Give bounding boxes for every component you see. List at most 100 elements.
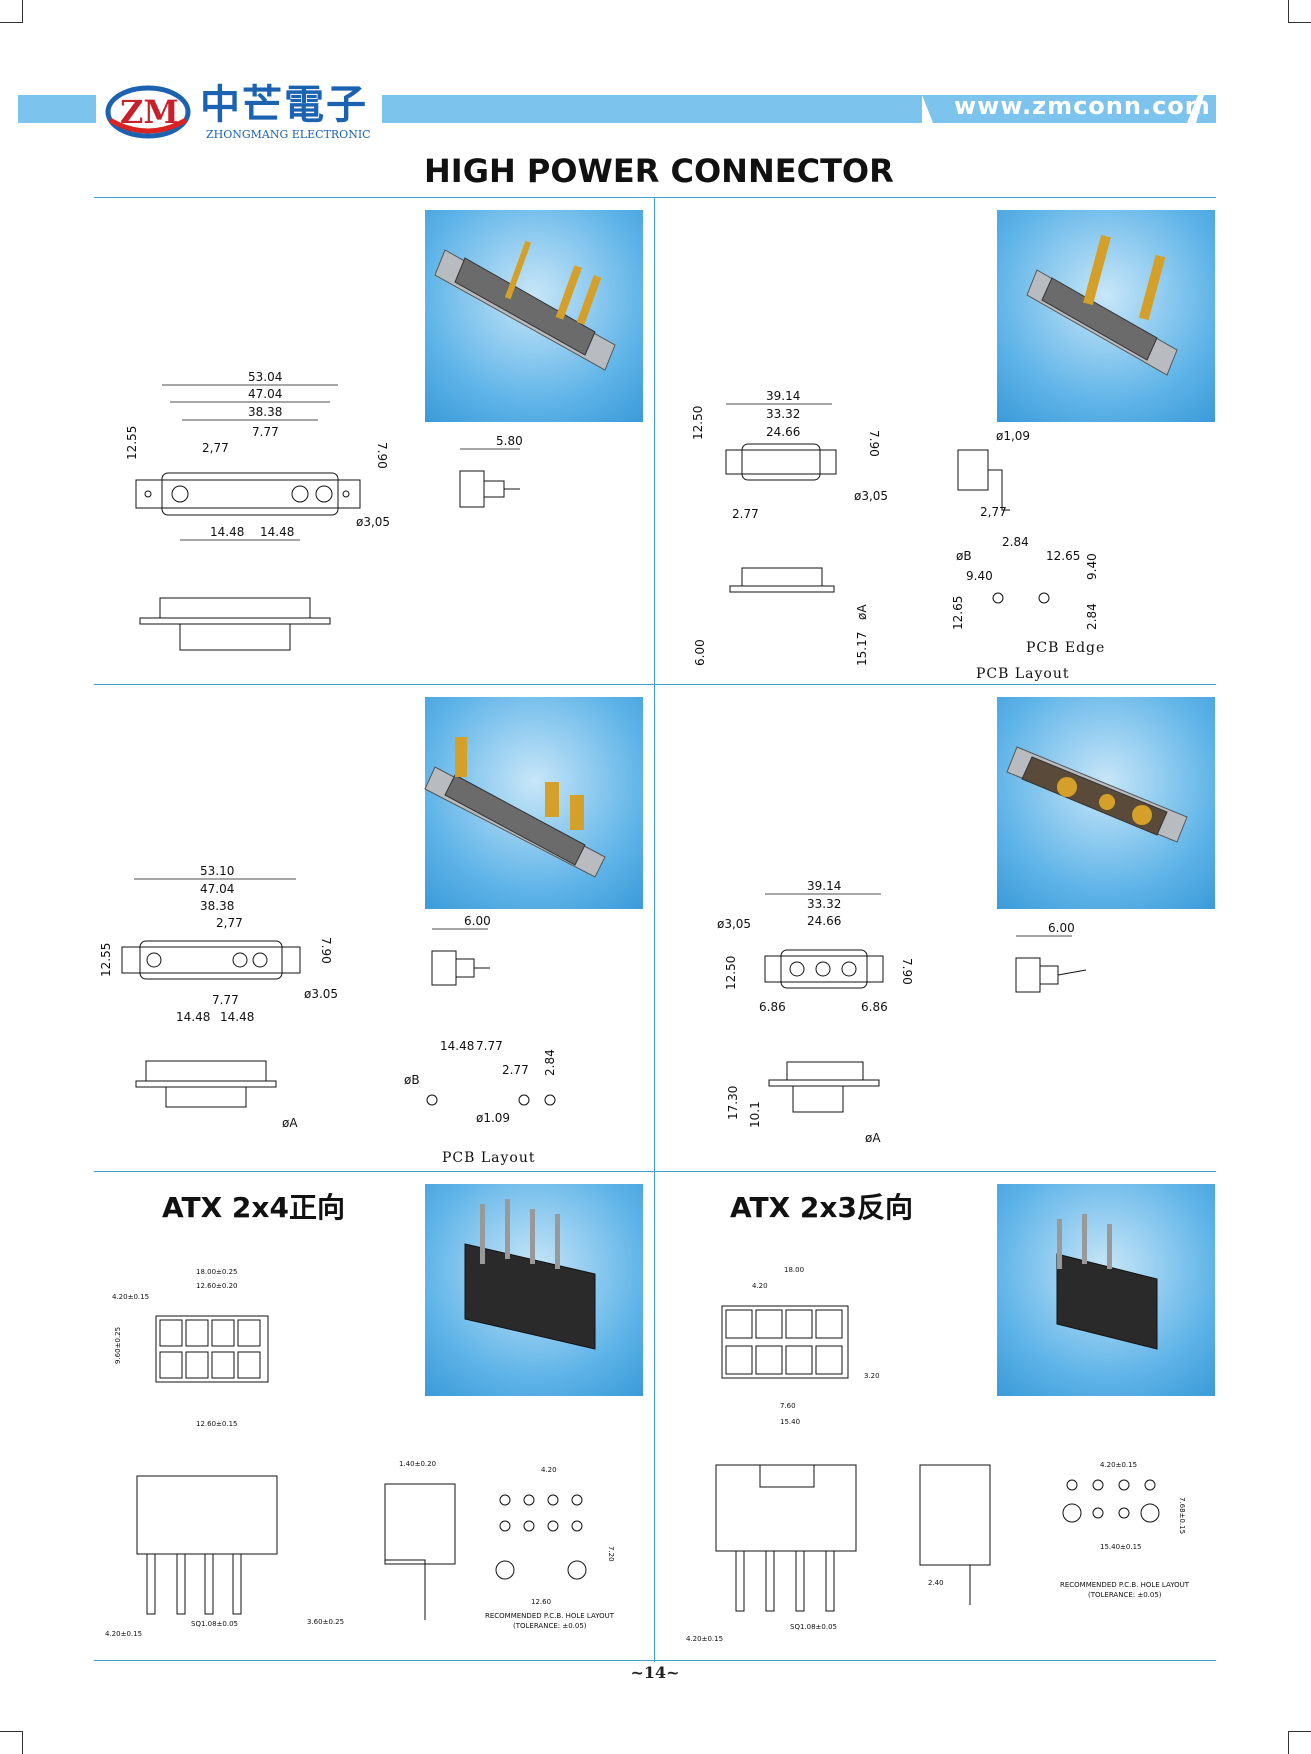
dim-s2-17: 9.40 — [966, 569, 993, 583]
dim-s2-19: 2.84 — [1085, 603, 1099, 630]
dim-s3-7: ø3.05 — [304, 987, 338, 1001]
page-number: ~14~ — [630, 1663, 680, 1682]
photo-connector-2 — [997, 210, 1215, 422]
photo-connector-3 — [424, 697, 643, 909]
dim-s3-10: 14.48 — [220, 1010, 254, 1024]
dim-s2-3: 24.66 — [766, 425, 800, 439]
label-s6-tolerance: (TOLERANCE: ±0.05) — [1088, 1591, 1162, 1599]
divider-row-2 — [94, 1171, 1216, 1172]
dim-s2-16: 9.40 — [1085, 553, 1099, 580]
dim-s6-9: 4.20±0.15 — [1100, 1461, 1137, 1469]
photo-connector-1 — [425, 210, 643, 422]
dim-s3-15: 2.84 — [543, 1049, 557, 1076]
side-view-s1: 5.80 — [459, 434, 523, 508]
dim-s4-2: 33.32 — [807, 897, 841, 911]
dim-s4-12: 6.00 — [1048, 921, 1075, 935]
dim-s1-6: 12.55 — [125, 426, 139, 460]
photo-atx-2x3 — [997, 1184, 1215, 1396]
label-s5-tolerance: (TOLERANCE: ±0.05) — [513, 1622, 587, 1630]
dim-s2-2: 33.32 — [766, 407, 800, 421]
dim-s2-13: 2.84 — [1002, 535, 1029, 549]
dim-s6-2: 4.20 — [752, 1282, 768, 1290]
dim-s2-7: 2.77 — [732, 507, 759, 521]
dim-s4-1: 39.14 — [807, 879, 841, 893]
dim-s3-13: 7.77 — [476, 1039, 503, 1053]
dim-s5-7: 12.60 — [531, 1598, 551, 1606]
label-s5-layout: RECOMMENDED P.C.B. HOLE LAYOUT — [485, 1612, 615, 1620]
dim-s1-7: 7.90 — [375, 442, 389, 469]
dim-s6-4: 15.40 — [780, 1418, 800, 1426]
dim-s2-18: 12.65 — [951, 596, 965, 630]
dim-s6-5: 3.20 — [864, 1372, 880, 1380]
drawing-section-3: 53.10 47.04 38.38 2,77 12.55 7.90 ø3.05 … — [99, 864, 338, 1130]
dim-s2-10: 15.17 — [855, 632, 869, 666]
side-view-s3: 6.00 — [431, 914, 491, 986]
dim-s2-4: 12.50 — [691, 406, 705, 440]
dim-s5-5: 12.60±0.15 — [196, 1420, 238, 1428]
logo-en: ZHONGMANG ELECTRONIC — [206, 128, 371, 141]
header-band-middle — [382, 95, 922, 123]
crop-mark-bottom-right — [1288, 1731, 1311, 1754]
dim-s2-6: ø3,05 — [854, 489, 888, 503]
website-url: www.zmconn.com — [954, 92, 1211, 120]
header-band-left — [18, 95, 96, 123]
section-title-atx-2x3: ATX 2x3反向 — [730, 1191, 913, 1224]
pcb-layout-s3: 14.48 7.77 2.77 2.84 øB ø1.09 PCB Layout — [404, 1039, 557, 1166]
label-pcb-layout-s2: PCB Layout — [976, 666, 1070, 682]
connector-4-illustration — [1006, 746, 1188, 843]
dim-s3-6: 7.90 — [319, 937, 333, 964]
section-title-atx-2x4: ATX 2x4正向 — [162, 1191, 345, 1224]
dim-s3-9: 14.48 — [176, 1010, 210, 1024]
logo: ZM 中芒電子 ZHONGMANG ELECTRONIC — [105, 82, 371, 141]
dim-s2-12: 2,77 — [980, 505, 1007, 519]
logo-ring-icon — [105, 85, 191, 139]
dim-s3-1: 53.10 — [200, 864, 234, 878]
connector-1-illustration — [434, 240, 616, 371]
photo-atx-2x4 — [425, 1184, 643, 1396]
dim-s6-10: 15.40±0.15 — [1100, 1543, 1142, 1551]
dim-s6-7: SQ1.08±0.05 — [790, 1623, 837, 1631]
connector-3-illustration — [424, 737, 606, 878]
drawing-section-1: 53.04 47.04 38.38 7.77 2,77 12.55 7.90 ø… — [125, 370, 390, 651]
dim-s3-11: 6.00 — [464, 914, 491, 928]
dim-s3-18: øA — [282, 1116, 298, 1130]
dim-s3-2: 47.04 — [200, 882, 234, 896]
dim-s3-3: 38.38 — [200, 899, 234, 913]
dim-s4-10: 10.1 — [748, 1101, 762, 1128]
divider-bottom — [94, 1660, 1216, 1661]
dim-s6-8: 2.40 — [928, 1579, 944, 1587]
dim-s6-1: 18.00 — [784, 1266, 804, 1274]
dim-s5-1: 18.00±0.25 — [196, 1268, 238, 1276]
dim-s1-10: 14.48 — [260, 525, 294, 539]
dim-s3-14: 2.77 — [502, 1063, 529, 1077]
dim-s1-5: 2,77 — [202, 441, 229, 455]
dim-s3-5: 12.55 — [99, 943, 113, 977]
dim-s4-8: 6.86 — [861, 1000, 888, 1014]
dim-s5-4: 9.60±0.25 — [114, 1327, 122, 1364]
label-pcb-layout-s3: PCB Layout — [442, 1150, 536, 1166]
crop-mark-top-right — [1288, 0, 1311, 23]
dim-s3-12: 14.48 — [440, 1039, 474, 1053]
drawing-atx-2x4-side: 4.20±0.15 SQ1.08±0.05 1.40±0.20 3.60±0.2… — [105, 1460, 615, 1638]
dim-s4-7: 6.86 — [759, 1000, 786, 1014]
dim-s5-11: 4.20 — [541, 1466, 557, 1474]
side-view-s4: 6.00 — [1015, 921, 1087, 993]
dim-s6-6: 4.20±0.15 — [686, 1635, 723, 1643]
dim-s5-3: 4.20±0.15 — [112, 1293, 149, 1301]
connector-2-illustration — [1026, 234, 1178, 376]
label-pcb-edge-s2: PCB Edge — [1026, 640, 1105, 656]
drawing-atx-2x3-side: SQ1.08±0.05 4.20±0.15 2.40 4.20±0.15 15.… — [686, 1461, 1190, 1643]
crop-mark-top-left — [0, 0, 23, 23]
dim-s6-11: 7.68±0.15 — [1178, 1497, 1186, 1534]
dim-s1-1: 53.04 — [248, 370, 282, 384]
atx-2x4-illustration — [464, 1199, 596, 1350]
dim-s1-2: 47.04 — [248, 387, 282, 401]
dim-s5-2: 12.60±0.20 — [196, 1282, 238, 1290]
crop-mark-bottom-left — [0, 1731, 23, 1754]
dim-s4-6: 7.90 — [900, 958, 914, 985]
dim-s2-1: 39.14 — [766, 389, 800, 403]
dim-s4-5: 12.50 — [724, 956, 738, 990]
dim-s2-9: øA — [855, 604, 869, 620]
divider-top — [94, 197, 1216, 198]
dim-s5-9: SQ1.08±0.05 — [191, 1620, 238, 1628]
